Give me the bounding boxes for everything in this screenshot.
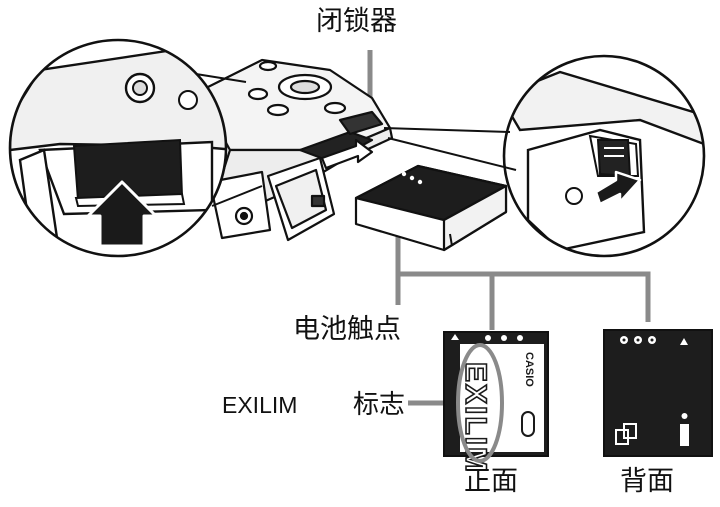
battery-contacts-label: 电池触点 <box>293 316 401 343</box>
front-view-label: 正面 <box>464 468 518 495</box>
exilim-mark-label-zh: 标志 <box>353 392 405 418</box>
battery-back-view <box>604 330 712 456</box>
back-view-label: 背面 <box>620 468 674 495</box>
exilim-mark-label-en: EXILIM <box>222 394 297 417</box>
battery-front-view: EXILIM CASIO <box>444 332 548 474</box>
zoom-detail-left <box>0 30 240 270</box>
battery-center <box>356 166 506 250</box>
zoom-detail-right <box>500 50 720 270</box>
latch-label: 闭锁器 <box>316 8 397 35</box>
zoom-connectors-right <box>384 128 516 170</box>
casio-brand-text: CASIO <box>523 352 535 387</box>
